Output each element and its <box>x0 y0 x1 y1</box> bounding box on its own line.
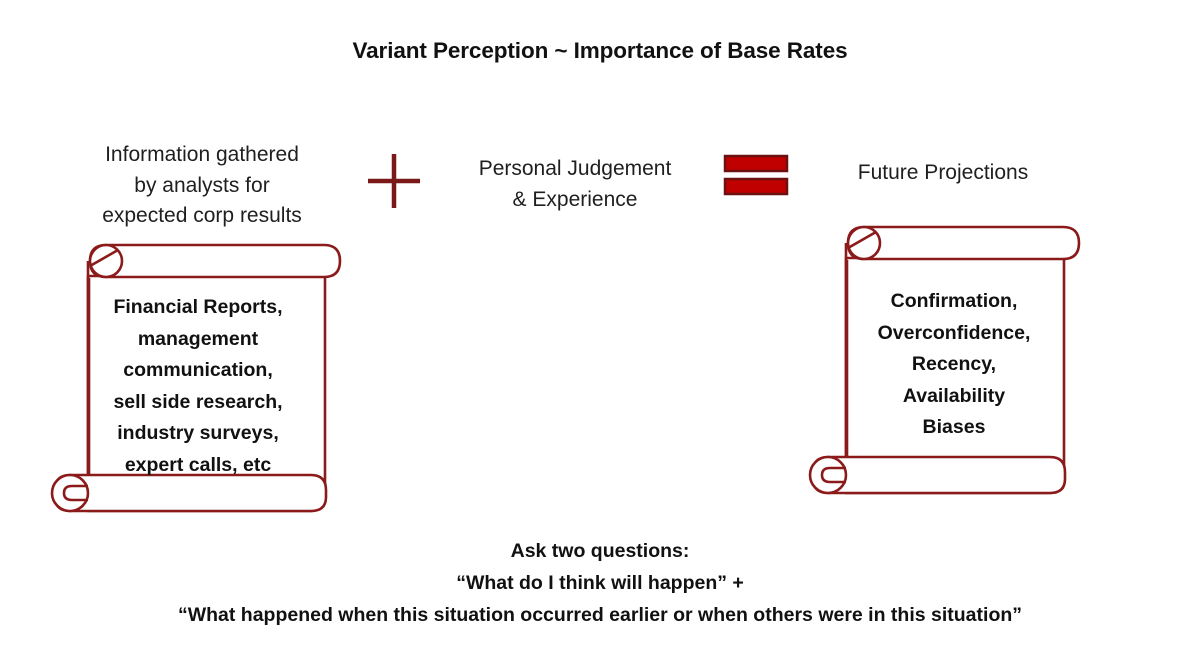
right-scroll-text: Confirmation, Overconfidence, Recency, A… <box>877 290 1031 438</box>
footer-line-1: Ask two questions: <box>510 540 690 562</box>
footer-line-3: “What happened when this situation occur… <box>177 604 1023 626</box>
left-scroll-text: Financial Reports, management communicat… <box>113 296 283 476</box>
footer-line-2: “What do I think will happen” + <box>456 572 744 594</box>
plus-icon <box>366 152 422 210</box>
middle-column-header: Personal Judgement & Experience <box>478 157 672 211</box>
page-title: Variant Perception ~ Importance of Base … <box>352 38 848 63</box>
left-scroll-shape: Financial Reports, management communicat… <box>36 236 356 524</box>
right-column-header: Future Projections <box>857 161 1029 184</box>
left-column-header: Information gathered by analysts for exp… <box>102 143 302 227</box>
right-scroll-shape: Confirmation, Overconfidence, Recency, A… <box>798 218 1098 506</box>
footer-block: Ask two questions: “What do I think will… <box>0 535 1200 631</box>
equals-icon <box>723 152 789 200</box>
